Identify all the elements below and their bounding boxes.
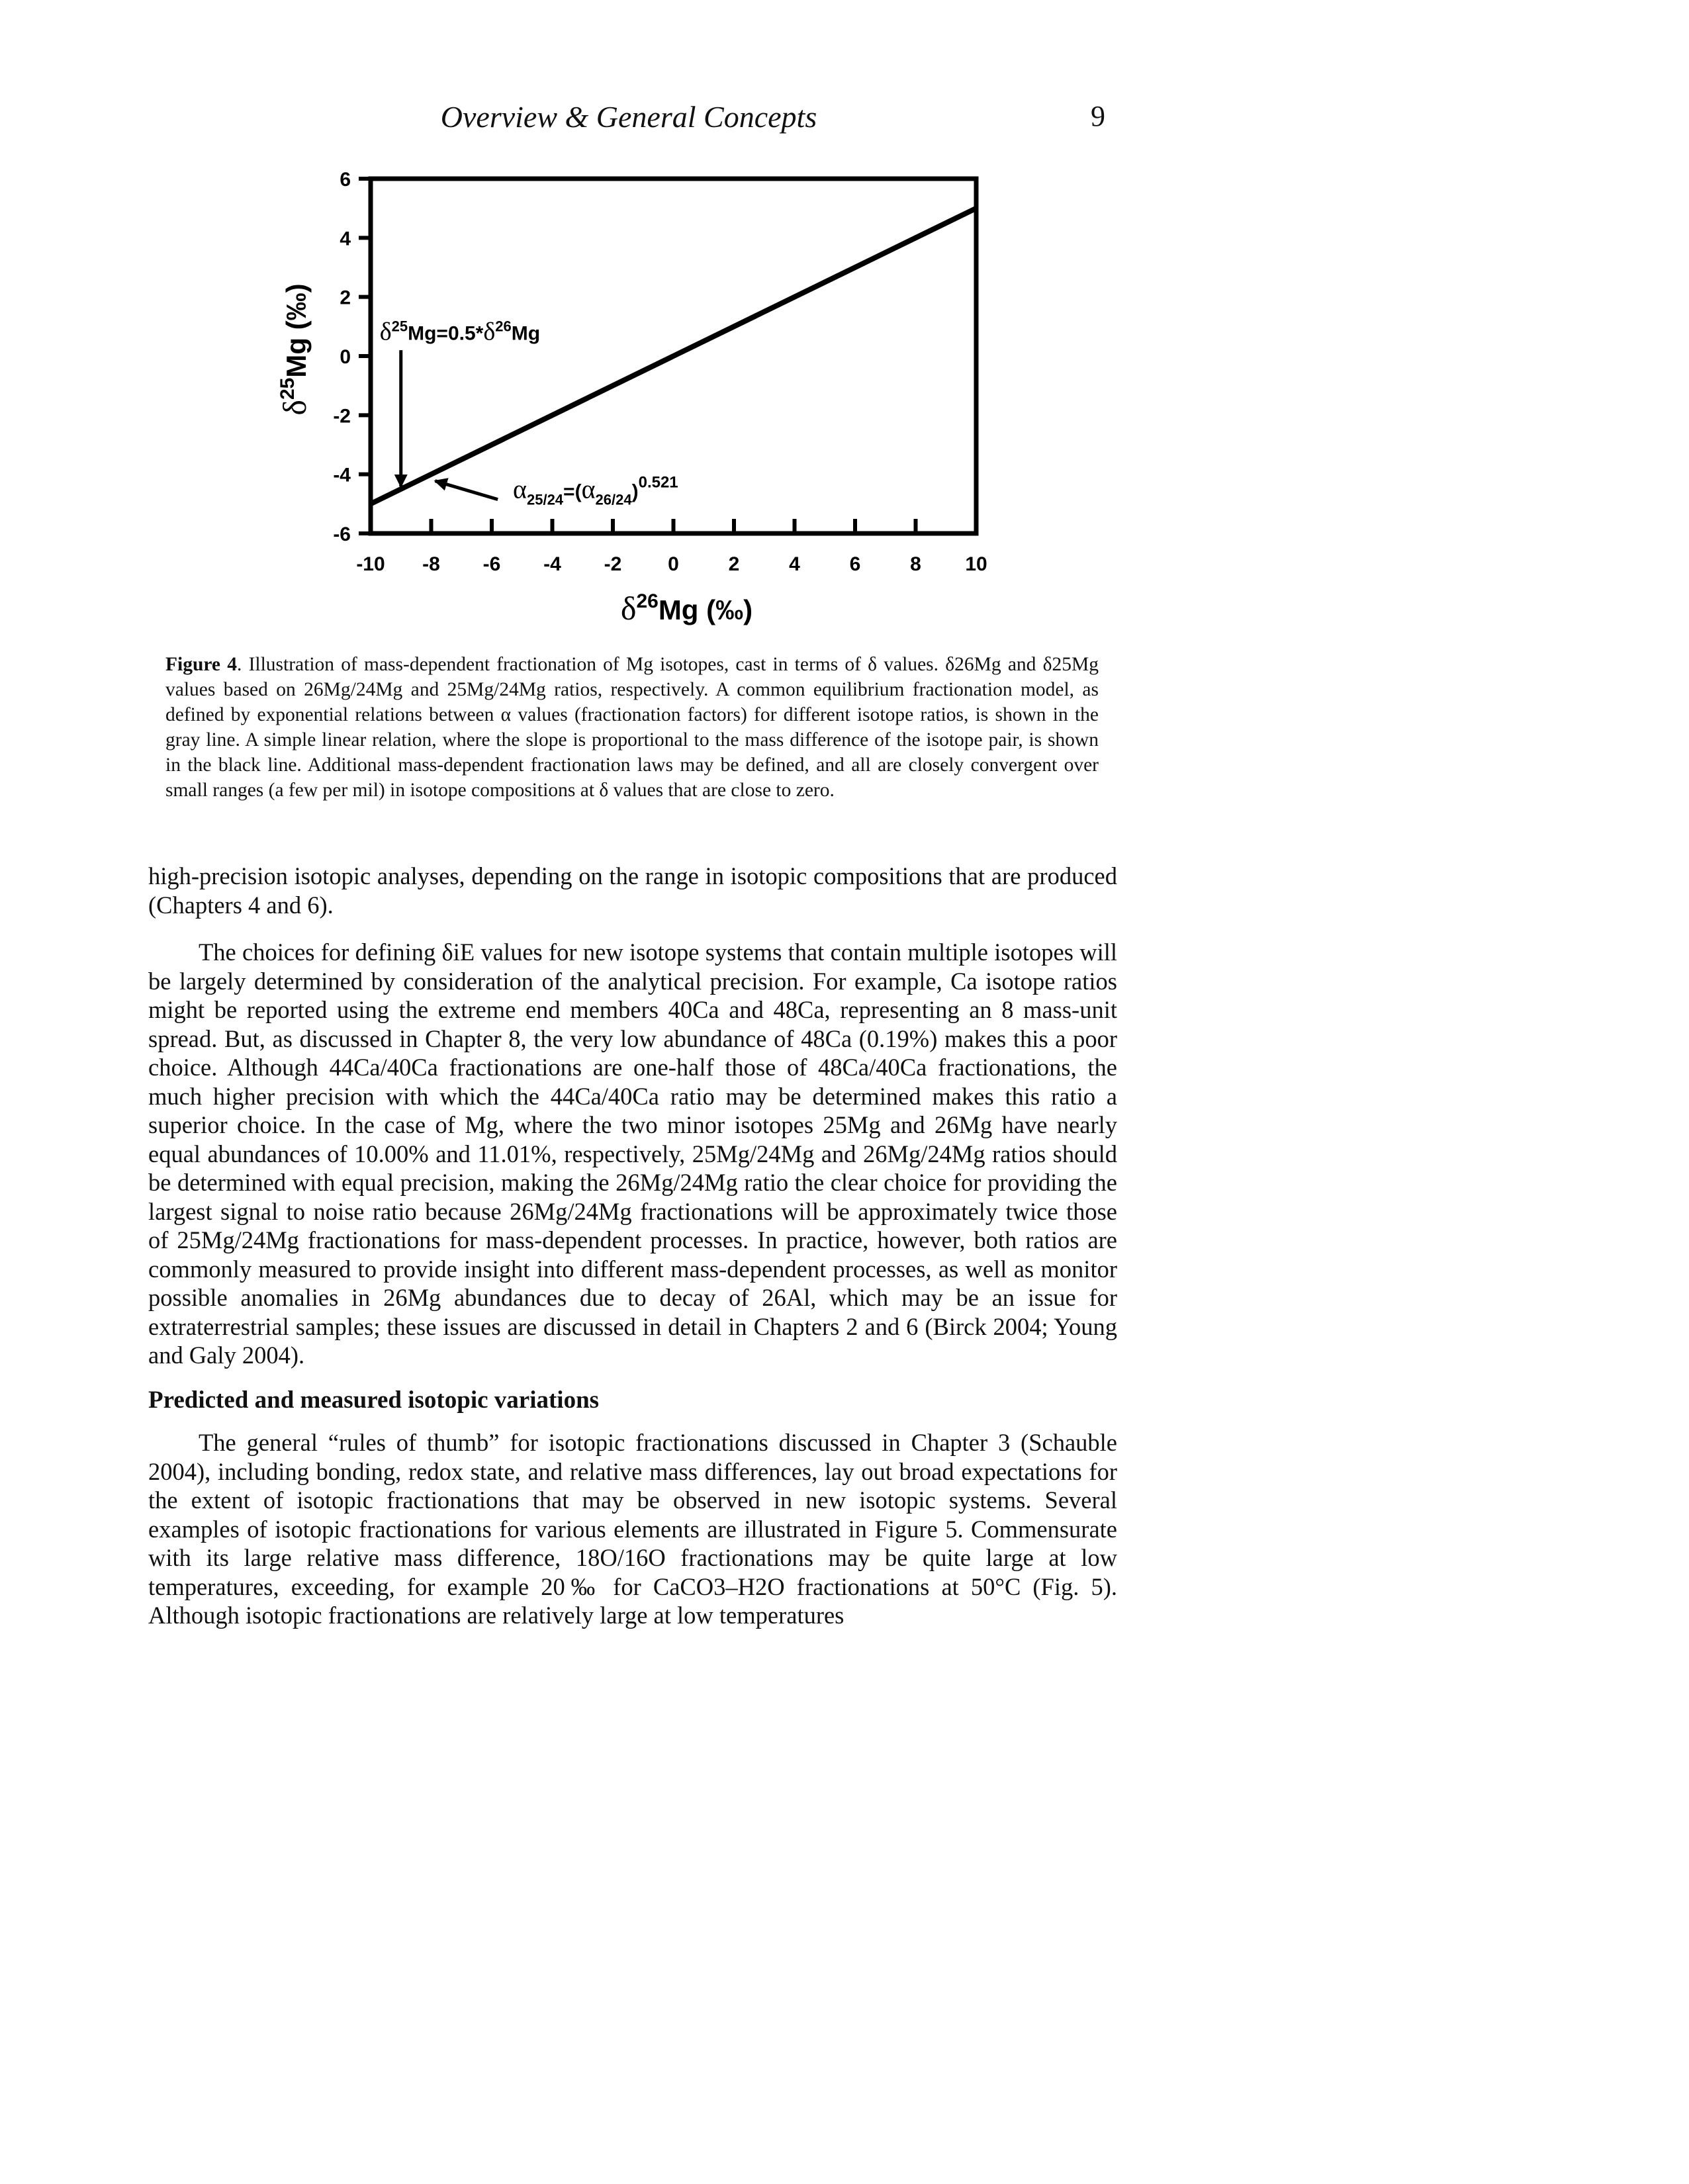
x-tick-label: 0 xyxy=(668,553,679,575)
series-line xyxy=(369,206,978,506)
y-tick-label: 0 xyxy=(340,346,351,368)
running-head: Overview & General Concepts xyxy=(440,100,817,134)
x-axis-label: δ26Mg (‰) xyxy=(621,590,753,627)
paragraph-3: The general “rules of thumb” for isotopi… xyxy=(148,1429,1117,1629)
paragraph-2: The choices for defining δiE values for … xyxy=(148,938,1117,1369)
figure-caption-text: . Illustration of mass-dependent fractio… xyxy=(165,654,1099,801)
x-tick-label: 6 xyxy=(850,553,861,575)
figure-label: Figure 4 xyxy=(165,654,237,675)
x-tick-label: 10 xyxy=(965,553,987,575)
y-tick-label: 2 xyxy=(340,287,351,309)
x-tick-label: -10 xyxy=(356,553,385,575)
section-heading: Predicted and measured isotopic variatio… xyxy=(148,1387,600,1414)
x-tick-label: 4 xyxy=(789,553,800,575)
x-tick-label: -8 xyxy=(422,553,440,575)
y-tick-label: 4 xyxy=(340,228,351,250)
x-tick-label: -6 xyxy=(483,553,501,575)
page-number: 9 xyxy=(1091,100,1105,132)
figure-4-chart: -10 -8 -6 -4 -2 0 2 4 6 8 10 -6 -4 -2 0 2 4 6 δ26Mg (‰) δ25… xyxy=(276,169,987,627)
annotation-label-2: α25/24=(α26/24)0.521 xyxy=(513,473,678,508)
x-tick-label: 8 xyxy=(910,553,921,575)
y-tick-label: -6 xyxy=(333,523,351,545)
y-tick-label: -4 xyxy=(333,465,351,486)
y-tick-label: -2 xyxy=(333,405,351,427)
y-axis-label: δ25Mg (‰) xyxy=(276,283,313,415)
annotation-label-1: δ25Mg=0.5*δ26Mg xyxy=(380,318,540,345)
x-tick-label: -2 xyxy=(604,553,622,575)
figure-caption: Figure 4. Illustration of mass-dependent… xyxy=(165,652,1099,803)
x-tick-label: 2 xyxy=(729,553,740,575)
x-tick-label: -4 xyxy=(543,553,561,575)
paragraph-1: high-precision isotopic analyses, depend… xyxy=(148,862,1117,919)
y-tick-label: 6 xyxy=(340,169,351,191)
annotation-arrow-2 xyxy=(434,478,498,502)
